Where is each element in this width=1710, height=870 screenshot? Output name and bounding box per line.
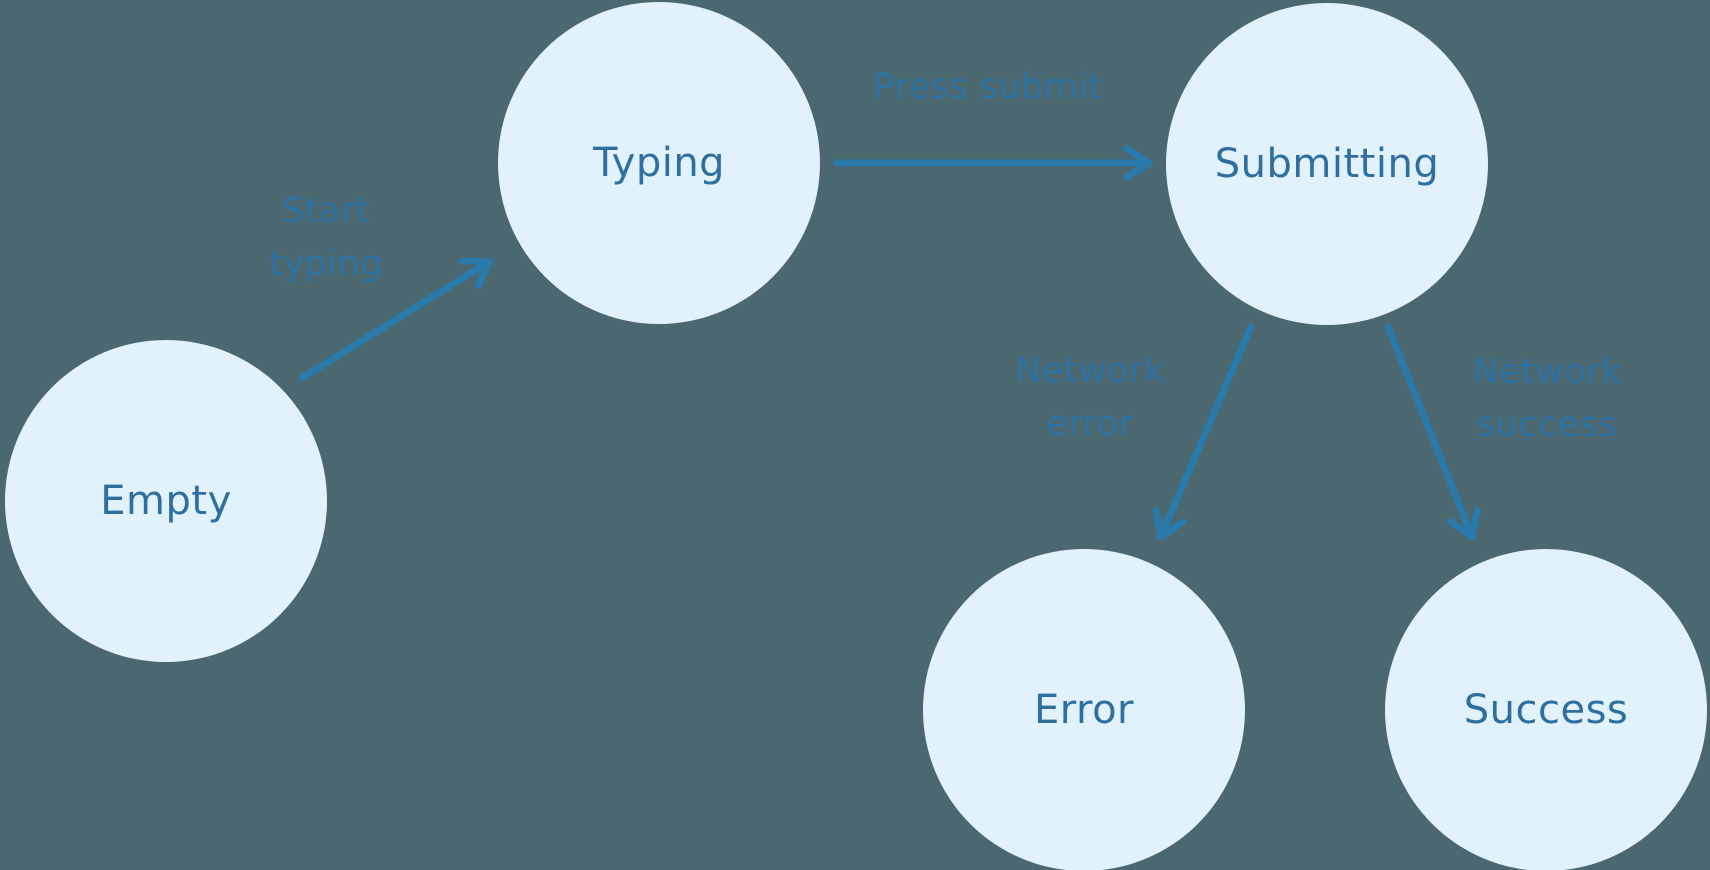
transition-label-submitting-success: success [1477, 405, 1617, 445]
transition-arrow-submitting-success [1384, 323, 1481, 541]
state-node-label-success: Success [1464, 687, 1629, 733]
state-node-success [1385, 549, 1707, 870]
state-node-label-error: Error [1034, 687, 1134, 733]
transition-label-submitting-error: error [1046, 404, 1133, 444]
state-node-label-submitting: Submitting [1215, 141, 1439, 187]
state-node-empty [5, 340, 327, 662]
transition-arrow-submitting-error [1152, 323, 1255, 541]
state-node-label-empty: Empty [100, 478, 231, 524]
transition-arrow-empty-typing [298, 257, 494, 382]
transition-label-empty-typing: typing [269, 244, 383, 284]
transition-label-submitting-success: Network [1472, 352, 1622, 392]
state-node-typing [498, 2, 820, 324]
state-node-error [923, 549, 1245, 870]
transition-label-typing-submitting: Press submit [873, 67, 1102, 107]
transition-label-empty-typing: Start [282, 191, 370, 231]
state-node-label-typing: Typing [592, 140, 725, 186]
transition-label-submitting-error: Network [1015, 351, 1165, 391]
state-node-submitting [1166, 3, 1488, 325]
edges-layer [298, 145, 1481, 541]
